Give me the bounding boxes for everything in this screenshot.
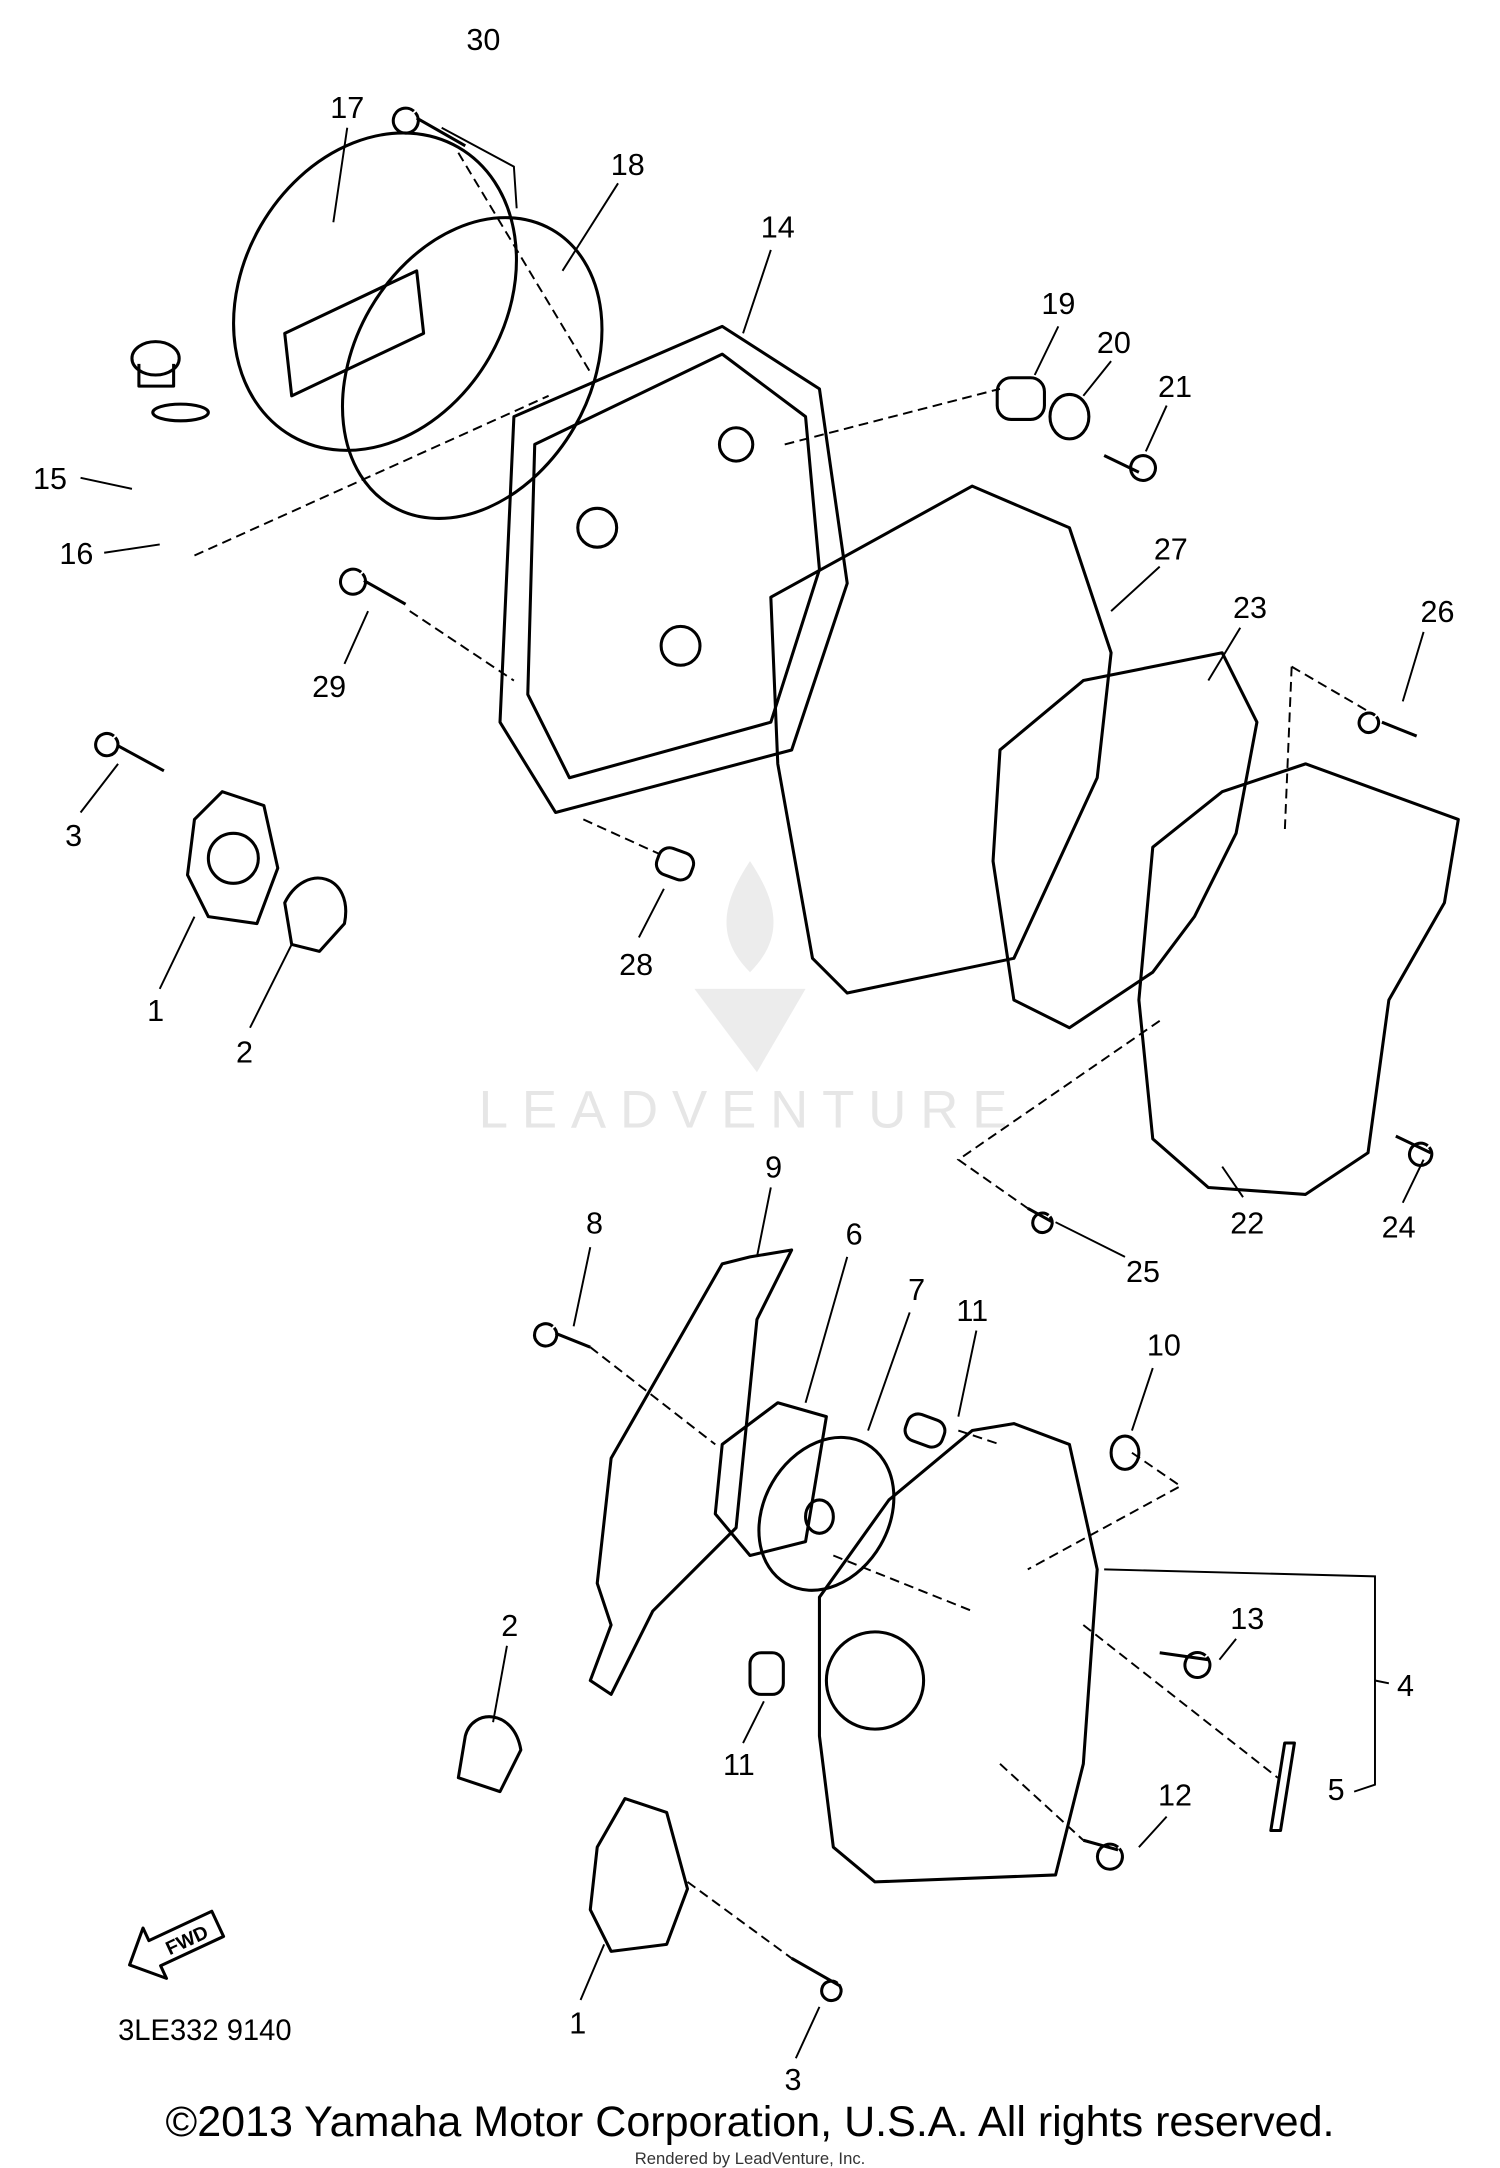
- callout-5: 5: [1328, 1773, 1345, 1807]
- upper-parts: [94, 106, 1460, 1234]
- watermark-text: LEADVENTURE: [479, 1081, 1022, 1140]
- callout-labels: 30 17 18 14 19 20 21 15 16 27 23 26 29 3…: [33, 23, 1454, 2097]
- leader-lines: [79, 126, 1425, 2059]
- part-21-bolt: [1103, 454, 1157, 482]
- lower-parts: [456, 1248, 1296, 2002]
- callout-19: 19: [1041, 287, 1075, 321]
- part-23-gasket: [991, 651, 1259, 1030]
- callout-16: 16: [59, 537, 93, 571]
- callout-1: 1: [569, 2006, 586, 2040]
- callout-23: 23: [1233, 591, 1267, 625]
- part-18-gasket: [340, 216, 604, 520]
- callout-24: 24: [1382, 1210, 1416, 1244]
- callout-3: 3: [65, 819, 82, 853]
- rendered-by-notice: Rendered by LeadVenture, Inc.: [635, 2149, 866, 2168]
- part-3-bolt: [790, 1956, 843, 2002]
- callout-17: 17: [330, 91, 364, 125]
- callout-15: 15: [33, 462, 67, 496]
- part-14-boss: [659, 624, 702, 667]
- part-11-dowel: [748, 1651, 785, 1696]
- part-28-dowel: [654, 846, 696, 882]
- part-2-gasket: [456, 1715, 523, 1794]
- part-17-cover: [232, 131, 518, 452]
- part-27-gasket: [769, 484, 1113, 995]
- callout-30: 30: [466, 23, 500, 57]
- part-1-bore: [206, 831, 260, 885]
- flame-logo-icon: [726, 861, 774, 973]
- callout-1: 1: [147, 994, 164, 1028]
- part-17-plate: [283, 269, 426, 398]
- callout-9: 9: [765, 1151, 782, 1185]
- callout-11: 11: [723, 1748, 755, 1782]
- callout-27: 27: [1154, 533, 1188, 567]
- part-25-bolt: [1027, 1206, 1054, 1234]
- part-1-cover: [185, 790, 280, 926]
- part-14-crankcase-cover: [498, 324, 849, 815]
- part-14-boss: [576, 506, 619, 549]
- part-14-boss: [717, 426, 755, 463]
- part-11-dowel: [903, 1412, 947, 1449]
- callout-28: 28: [619, 948, 653, 982]
- part-4-crankcase-cover: [817, 1422, 1099, 1884]
- callout-25: 25: [1126, 1255, 1160, 1289]
- callout-2: 2: [501, 1609, 518, 1643]
- part-8-bolt: [533, 1322, 591, 1349]
- copyright-notice: ©2013 Yamaha Motor Corporation, U.S.A. A…: [165, 2098, 1334, 2146]
- callout-13: 13: [1230, 1602, 1264, 1636]
- part-7-plate: [757, 1435, 896, 1592]
- callout-12: 12: [1158, 1779, 1192, 1813]
- part-26-bolt: [1357, 711, 1418, 738]
- part-9-gasket: [588, 1248, 794, 1696]
- part-15-oil-filler-cap: [130, 340, 181, 388]
- part-6-impeller: [713, 1401, 828, 1558]
- callout-7: 7: [908, 1273, 925, 1307]
- callout-11: 11: [956, 1294, 988, 1328]
- part-20-washer: [1048, 392, 1091, 441]
- drawing-code: 3LE332 9140: [118, 2015, 292, 2047]
- part-13-bolt: [1159, 1651, 1212, 1680]
- callout-21: 21: [1158, 370, 1192, 404]
- part-29-bolt: [339, 567, 407, 606]
- callout-22: 22: [1230, 1206, 1264, 1240]
- fwd-arrow-icon: FWD: [128, 1909, 226, 1980]
- part-16-o-ring: [151, 402, 210, 423]
- part-5-level-gauge: [1269, 1741, 1296, 1833]
- callout-3: 3: [785, 2063, 802, 2097]
- part-19-grommet: [995, 376, 1046, 421]
- part-22-generator-cover: [1137, 762, 1460, 1196]
- callout-18: 18: [611, 148, 645, 182]
- part-30-bolt: [391, 106, 467, 148]
- part-7-hole: [804, 1498, 835, 1535]
- callout-2: 2: [236, 1035, 253, 1069]
- part-14-inner: [526, 352, 821, 780]
- leadventure-watermark: LEADVENTURE: [479, 861, 1022, 1140]
- callout-20: 20: [1097, 326, 1131, 360]
- callout-29: 29: [312, 670, 346, 704]
- callout-14: 14: [761, 210, 795, 244]
- part-3-bolt: [94, 731, 165, 773]
- part-10-washer: [1109, 1434, 1141, 1471]
- callout-4: 4: [1397, 1669, 1414, 1703]
- part-1-cover: [588, 1797, 690, 1953]
- callout-6: 6: [846, 1217, 863, 1251]
- callout-26: 26: [1420, 595, 1454, 629]
- callout-8: 8: [586, 1206, 603, 1240]
- part-24-bolt: [1395, 1134, 1434, 1167]
- callout-10: 10: [1147, 1329, 1181, 1363]
- part-4-bore: [824, 1630, 926, 1731]
- part-12-bolt: [1082, 1838, 1124, 1871]
- part-2-gasket: [283, 876, 348, 953]
- v-logo-icon: [694, 988, 806, 1073]
